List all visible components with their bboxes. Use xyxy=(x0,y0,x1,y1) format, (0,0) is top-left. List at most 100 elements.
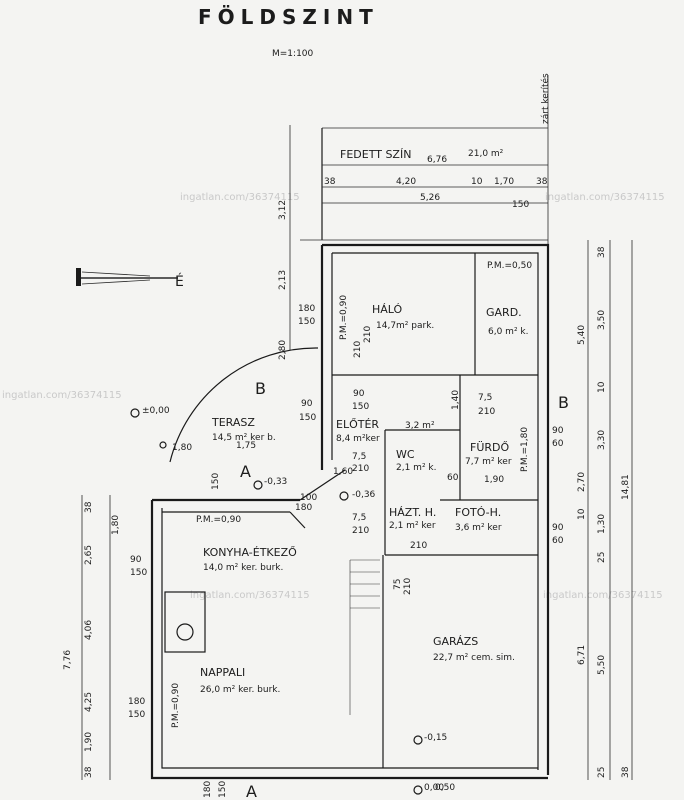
watermark: ingatlan.com/36374115 xyxy=(2,390,122,401)
dim-misc: 60 xyxy=(552,439,564,449)
building-walls xyxy=(150,243,550,780)
dim-r-2: 3,50 xyxy=(597,310,607,330)
dim-lb-4: 90 xyxy=(130,555,142,565)
dim-top-3: 10 xyxy=(471,177,483,187)
dim-top-1: 38 xyxy=(324,177,336,187)
room-foto-area: 3,6 m² ker xyxy=(455,523,502,533)
dim-misc: 90 xyxy=(353,389,365,399)
level-marker-icon xyxy=(130,408,423,795)
dim-r-4: 10 xyxy=(597,381,607,393)
room-gard-area: 6,0 m² k. xyxy=(488,327,528,337)
inner-dims: 180 150 90 210 150 1,80 1,75 90 150 7,5 … xyxy=(172,304,564,798)
room-wc-area: 2,1 m² k. xyxy=(396,463,436,473)
watermark: ingatlan.com/36374115 xyxy=(543,590,663,601)
dim-misc: 210 xyxy=(403,578,413,595)
dim-left-top-1: 3,12 xyxy=(278,200,288,220)
plan-title: FÖLDSZINT xyxy=(198,5,379,29)
dim-misc: 210 xyxy=(352,464,369,474)
scale-label: M=1:100 xyxy=(272,49,314,59)
dim-r-14: 38 xyxy=(621,766,631,778)
level-036: -0,36 xyxy=(352,490,376,500)
dim-misc: 7,5 xyxy=(352,513,366,523)
dim-left-top-2: 2,13 xyxy=(278,270,288,290)
room-foto-name: FOTÓ-H. xyxy=(455,506,501,519)
dim-misc: 150 xyxy=(299,413,316,423)
dim-top-5: 38 xyxy=(536,177,548,187)
dim-lb-3: 2,65 xyxy=(84,545,94,565)
dim-misc: 210 xyxy=(353,341,363,358)
level-160: 1,60 xyxy=(333,467,353,477)
room-halo-name: HÁLÓ xyxy=(372,303,403,316)
dim-r-1: 38 xyxy=(597,246,607,258)
dim-misc: 90 xyxy=(552,426,564,436)
room-furdo-name: FÜRDŐ xyxy=(470,440,509,454)
dim-r-12: 5,50 xyxy=(597,655,607,675)
room-fedett-szin-dim: 6,76 xyxy=(427,155,447,165)
dim-left-top-3: 2,80 xyxy=(278,340,288,360)
north-arrow-icon xyxy=(76,268,178,286)
room-terasz-area: 14,5 m² ker b. xyxy=(212,433,276,443)
dim-misc: 210 xyxy=(478,407,495,417)
room-nappali-name: NAPPALI xyxy=(200,666,245,679)
dim-r-8: 1,30 xyxy=(597,514,607,534)
dim-misc: 180 xyxy=(295,503,312,513)
watermark: ingatlan.com/36374115 xyxy=(545,192,665,203)
dim-r-6: 14,81 xyxy=(621,474,631,500)
dim-lb-10: 150 xyxy=(128,710,145,720)
section-mark-a-top: A xyxy=(240,462,251,481)
dim-misc: 210 xyxy=(410,541,427,551)
dim-lb-6: 7,76 xyxy=(63,650,73,670)
dim-lb-5: 4,06 xyxy=(84,620,94,640)
dim-misc: 7,5 xyxy=(352,452,366,462)
dim-misc: 0,50 xyxy=(435,783,455,793)
dim-misc: 1,90 xyxy=(484,475,504,485)
dim-lb-2: 1,80 xyxy=(111,515,121,535)
dim-misc: 90 xyxy=(301,399,313,409)
room-fedett-szin-area: 21,0 m² xyxy=(468,149,504,159)
level-015: -0,15 xyxy=(424,733,447,743)
dim-misc: 60 xyxy=(552,536,564,546)
dim-r-3: 5,40 xyxy=(577,325,587,345)
dim-misc: 210 xyxy=(363,326,373,343)
dim-top-7: 150 xyxy=(512,200,529,210)
room-nappali-area: 26,0 m² ker. burk. xyxy=(200,685,280,695)
room-terasz-name: TERASZ xyxy=(211,416,255,429)
dim-r-13: 25 xyxy=(597,767,607,778)
dim-r-9: 10 xyxy=(577,508,587,520)
dim-r-5: 3,30 xyxy=(597,430,607,450)
covered-shed xyxy=(300,75,549,245)
pm-090-nappali: P.M.=0,90 xyxy=(171,683,181,728)
room-garazs-name: GARÁZS xyxy=(433,635,478,648)
dim-lb-1: 38 xyxy=(84,501,94,513)
level-000: ±0,00 xyxy=(142,406,170,416)
dim-lb-9: 180 xyxy=(128,697,145,707)
pm-090-vertical: P.M.=0,90 xyxy=(339,295,349,340)
dim-misc: 180 xyxy=(298,304,315,314)
room-gard-name: GARD. xyxy=(486,306,522,319)
dim-r-11: 6,71 xyxy=(577,645,587,665)
dim-misc: 150 xyxy=(352,402,369,412)
pm-090-kitchen: P.M.=0,90 xyxy=(196,515,241,525)
zart-kerites-label: zárt kerítés xyxy=(540,73,551,124)
dim-misc: 210 xyxy=(352,526,369,536)
pm-050-label: P.M.=0,50 xyxy=(487,261,532,271)
room-halo-area: 14,7m² park. xyxy=(376,321,434,331)
dim-lb-7: 150 xyxy=(130,568,147,578)
dim-top-6: 5,26 xyxy=(420,193,440,203)
dim-top-2: 4,20 xyxy=(396,177,416,187)
dim-misc: 75 xyxy=(393,579,403,590)
section-mark-right: B xyxy=(558,393,569,412)
dim-lb-8: 4,25 xyxy=(84,692,94,712)
pm-180-label: P.M.=1,80 xyxy=(520,427,530,472)
dim-misc: 180 xyxy=(203,781,213,798)
room-fedett-szin-name: FEDETT SZÍN xyxy=(340,148,411,161)
section-mark-left: B xyxy=(255,379,266,398)
watermark: ingatlan.com/36374115 xyxy=(190,590,310,601)
dim-misc: 90 xyxy=(552,523,564,533)
dim-misc: 1,80 xyxy=(172,443,192,453)
section-mark-a-bottom: A xyxy=(246,782,257,800)
dim-misc: 60 xyxy=(447,473,459,483)
room-konyha-area: 14,0 m² ker. burk. xyxy=(203,563,283,573)
dim-misc: 7,5 xyxy=(478,393,492,403)
dim-misc: 1,40 xyxy=(451,390,461,410)
